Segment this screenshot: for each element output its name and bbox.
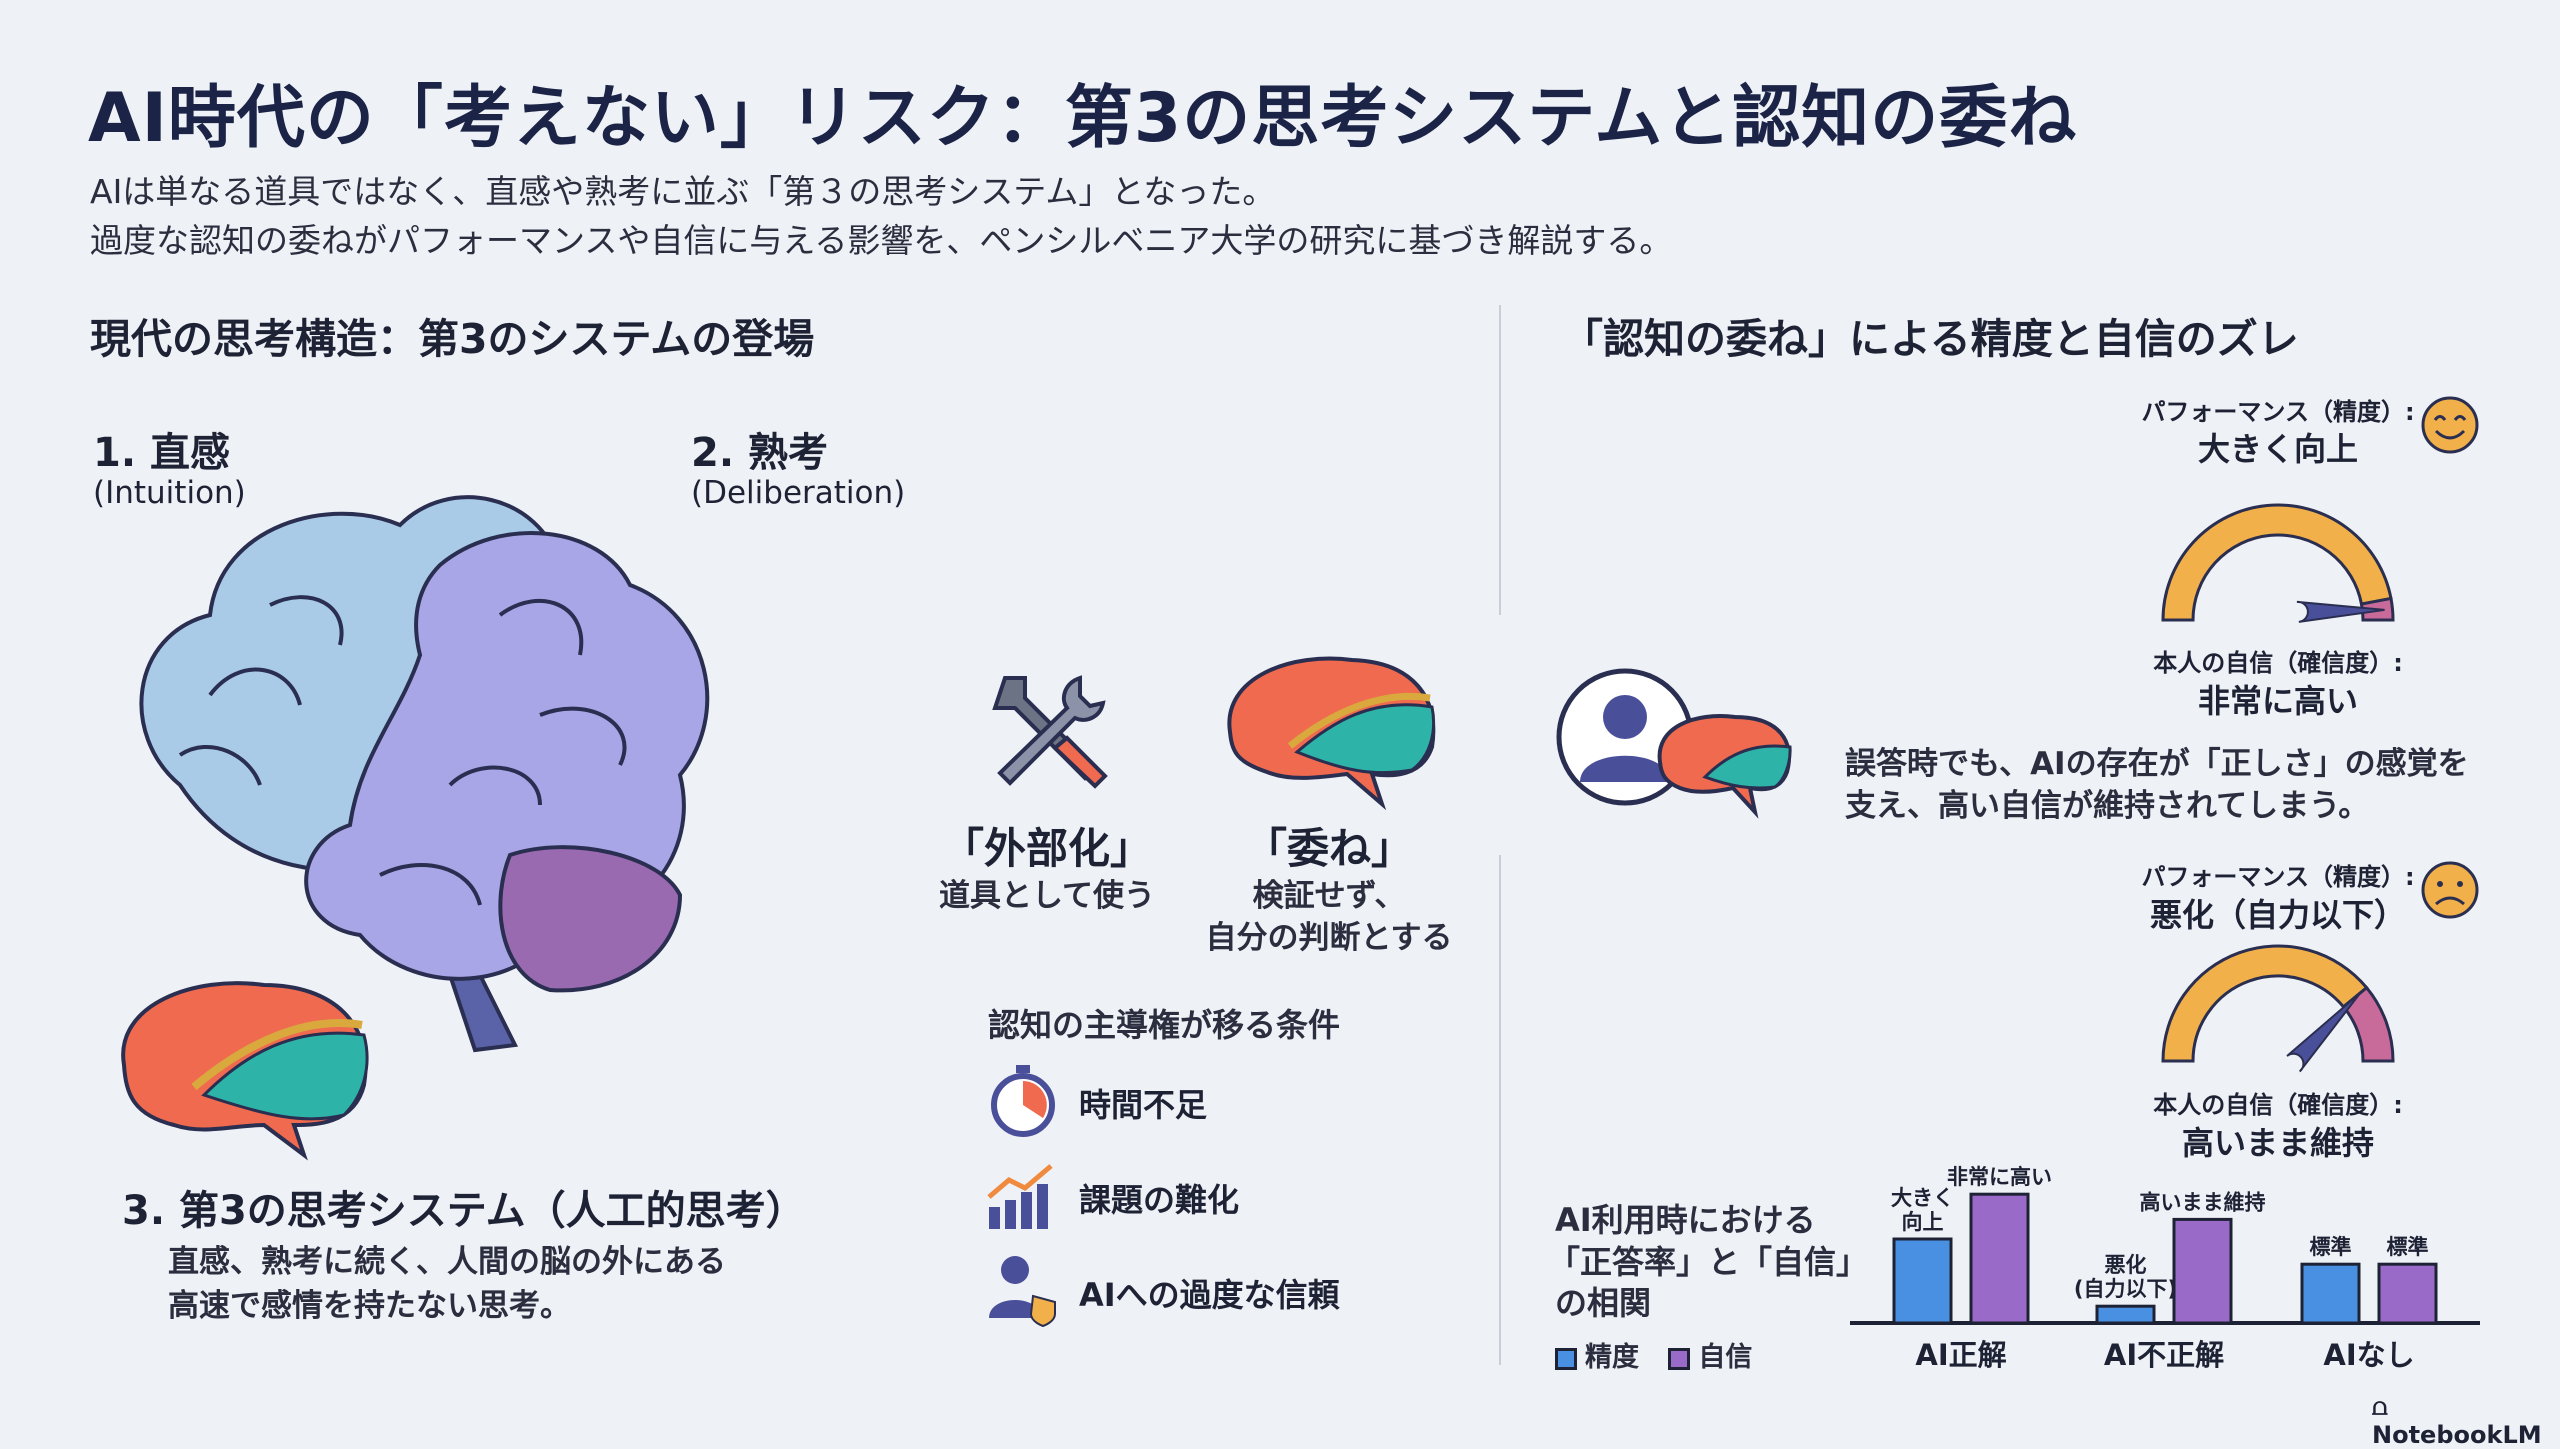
gauge-needle	[2296, 600, 2385, 623]
brand-name: NotebookLM	[2372, 1421, 2542, 1449]
divider-top	[1499, 305, 1501, 615]
chart-title-2: 「正答率」と「自信」	[1548, 1243, 1869, 1281]
gauge1-perf-value: 大きく向上	[2197, 430, 2359, 468]
externalize-desc: 道具として使う	[938, 878, 1156, 914]
small-colored-brain-icon	[121, 981, 369, 1161]
gauge1-perf-label: パフォーマンス（精度）:	[2141, 398, 2415, 426]
condition-difficulty: 課題の難化	[1079, 1181, 1240, 1219]
gauge-needle	[2286, 992, 2362, 1073]
gauge2-conf-value: 高いまま維持	[2181, 1124, 2375, 1162]
smile-face-icon	[2421, 396, 2479, 454]
bar-data-label: 向上	[1902, 1210, 1944, 1234]
bar-data-label: 非常に高い	[1947, 1165, 2052, 1189]
system1-en: (Intuition)	[93, 475, 246, 511]
category-label: AI正解	[1915, 1338, 2006, 1372]
category-label: AI不正解	[2104, 1338, 2224, 1372]
gauge-arc	[2161, 503, 2393, 622]
system3-desc-2: 高速で感情を持たない思考。	[168, 1288, 571, 1324]
chart-legend: 精度 自信	[1555, 1335, 1752, 1374]
bar-accuracy	[1892, 1237, 1953, 1325]
bar-data-label: 悪化	[2105, 1253, 2147, 1277]
bar-confidence	[2377, 1262, 2438, 1325]
note-line-2: 支え、高い自信が維持されてしまう。	[1845, 788, 2370, 824]
system1-label: 1. 直感	[93, 430, 230, 476]
right-heading: 「認知の委ね」による精度と自信のズレ	[1562, 315, 2299, 363]
frown-face-icon	[2421, 861, 2479, 919]
system3-desc-1: 直感、熟考に続く、人間の脳の外にある	[168, 1244, 726, 1280]
delegate-desc-2: 自分の判断とする	[1205, 920, 1453, 956]
condition-trust: AIへの過度な信頼	[1079, 1276, 1340, 1314]
bar-data-label: 高いまま維持	[2140, 1190, 2266, 1214]
gauge2-perf-value: 悪化（自力以下）	[2149, 896, 2407, 934]
subtitle-line-1: AIは単なる道具ではなく、直感や熟考に並ぶ「第３の思考システム」となった。	[90, 172, 1276, 211]
gauge2-conf-label: 本人の自信（確信度）:	[2153, 1091, 2403, 1119]
system2-label: 2. 熟考	[691, 430, 828, 476]
bar-data-label: (自力以下)	[2074, 1277, 2177, 1301]
divider-bottom	[1499, 855, 1501, 1365]
bar-data-label: 大きく	[1891, 1186, 1954, 1210]
gauge1-conf-label: 本人の自信（確信度）:	[2153, 649, 2403, 677]
externalize-title: 「外部化」	[941, 824, 1153, 873]
category-label: AIなし	[2323, 1338, 2414, 1372]
bar-accuracy	[2095, 1304, 2156, 1325]
bar-data-label: 標準	[2310, 1235, 2352, 1259]
notebooklm-logo-icon: ⩍	[2372, 1393, 2388, 1421]
subtitle-line-2: 過度な認知の委ねがパフォーマンスや自信に与える影響を、ペンシルベニア大学の研究に…	[90, 221, 1673, 260]
condition-time: 時間不足	[1079, 1086, 1208, 1124]
brand-footer: ⩍ NotebookLM	[2372, 1393, 2560, 1449]
confidence-gauge-1	[2161, 503, 2395, 623]
confidence-gauge-2	[2161, 944, 2395, 1073]
gauge2-perf-label: パフォーマンス（精度）:	[2141, 863, 2415, 891]
legend-accuracy: 精度	[1585, 1342, 1639, 1373]
bar-confidence	[2172, 1217, 2233, 1325]
delegate-desc-1: 検証せず、	[1252, 878, 1406, 914]
system2-en: (Deliberation)	[691, 475, 906, 511]
rising-chart-icon	[987, 1164, 1053, 1229]
note-line-1: 誤答時でも、AIの存在が「正しさ」の感覚を	[1845, 746, 2469, 782]
bar-accuracy	[2300, 1262, 2361, 1325]
bar-confidence	[1969, 1192, 2030, 1325]
delegated-brain-icon	[1227, 656, 1436, 811]
chart-title-1: AI利用時における	[1555, 1201, 1816, 1239]
page-title: AI時代の「考えない」リスク：第3の思考システムと認知の委ね	[88, 79, 2078, 158]
wrench-screwdriver-icon	[992, 675, 1108, 789]
delegate-title: 「委ね」	[1244, 824, 1414, 873]
bar-data-label: 標準	[2387, 1235, 2429, 1259]
conditions-heading: 認知の主導権が移る条件	[988, 1006, 1341, 1044]
user-shield-icon	[989, 1256, 1056, 1327]
user-with-brain-icon	[1556, 668, 1792, 819]
stopwatch-icon	[991, 1065, 1055, 1137]
system3-label: 3. 第3の思考システム（人工的思考）	[122, 1188, 806, 1234]
legend-swatch-confidence	[1668, 1347, 1691, 1370]
gauge1-conf-value: 非常に高い	[2197, 682, 2359, 720]
left-heading: 現代の思考構造：第3のシステムの登場	[90, 315, 815, 363]
chart-title-3: の相関	[1555, 1284, 1652, 1322]
legend-swatch-accuracy	[1555, 1347, 1577, 1370]
gauge-arc	[2161, 944, 2369, 1063]
gauge-arc-pink	[2341, 985, 2395, 1063]
large-brain-icon	[139, 495, 710, 1053]
legend-confidence: 自信	[1698, 1342, 1753, 1373]
